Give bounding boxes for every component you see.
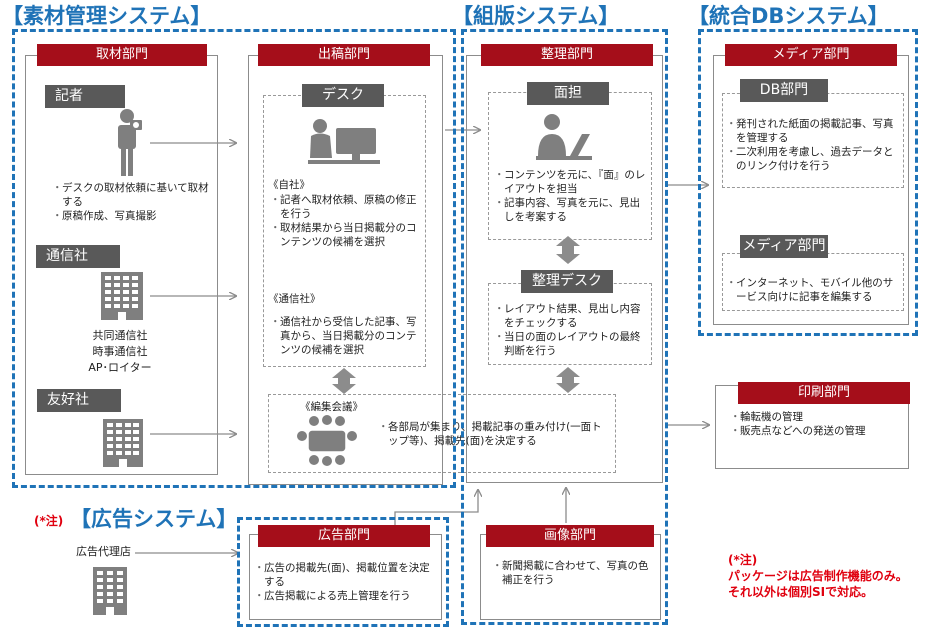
media-sub-bullets: インターネット、モバイル他のサービス向けに記事を編集する: [726, 276, 898, 304]
double-arrow-mentan-seiri-desk: [556, 236, 580, 264]
footnote-mark: (*注): [728, 553, 758, 567]
shukko-department-header: 出稿部門: [258, 44, 430, 66]
jisha-bullet-2: 取材結果から当日掲載分のコンテンツの候補を選択: [270, 221, 422, 249]
insatsu-bullets: 輪転機の管理 販売点などへの発送の管理: [730, 410, 902, 438]
shuzai-department-header: 取材部門: [37, 44, 207, 66]
meeting-table-icon: [297, 415, 357, 466]
db-bullet-2: 二次利用を考慮し、過去データとのリンク付けを行う: [726, 145, 898, 173]
db-bullets: 発刊された紙面の掲載記事、写真を管理する 二次利用を考慮し、過去データとのリンク…: [726, 117, 898, 173]
agency-kyodo: 共同通信社: [92, 329, 148, 342]
mentan-bullet-2: 記事内容、写真を元に、見出しを考案する: [494, 196, 646, 224]
mentan-label: 面担: [527, 82, 609, 105]
agency-list: 共同通信社 時事通信社 AP･ロイター: [70, 328, 170, 376]
jisha-bullets: 記者へ取材依頼、原稿の修正を行う 取材結果から当日掲載分のコンテンツの候補を選択: [270, 193, 422, 249]
sozai-system-frame: [12, 29, 456, 488]
office-building-icon: [101, 272, 143, 320]
footnote: (*注) パッケージは広告制作機能のみ。 それ以外は個別SIで対応。: [728, 552, 908, 600]
kokoku-department-header: 広告部門: [258, 525, 430, 547]
kisha-bullets: デスクの取材依頼に基いて取材する 原稿作成、写真撮影: [52, 181, 212, 223]
kumihan-system-title: 【組版システム】: [452, 4, 620, 28]
desk-computer-icon: [308, 119, 380, 164]
tsushin-bullet-1: 通信社から受信した記事、写真から、当日掲載分のコンテンツの候補を選択: [270, 315, 422, 357]
tsushinsha-label: 通信社: [36, 245, 120, 268]
seiri-desk-bullet-2: 当日の面のレイアウトの最終判断を行う: [494, 330, 646, 358]
insatsu-bullet-1: 輪転機の管理: [730, 410, 902, 424]
kaigi-subbox: [268, 394, 616, 473]
seiri-desk-bullet-1: レイアウト結果、見出し内容をチェックする: [494, 302, 646, 330]
footnote-line-1: パッケージは広告制作機能のみ。: [728, 569, 908, 583]
jisha-bullet-1: 記者へ取材依頼、原稿の修正を行う: [270, 193, 422, 221]
sozai-system-title: 【素材管理システム】: [2, 4, 212, 28]
desk-label: デスク: [302, 84, 384, 107]
media-sub-bullet-1: インターネット、モバイル他のサービス向けに記事を編集する: [726, 276, 898, 304]
laptop-worker-icon: [536, 114, 592, 160]
kokoku-bullet-2: 広告掲載による売上管理を行う: [254, 589, 436, 603]
kokoku-system-frame: [237, 517, 449, 627]
footnote-line-2: それ以外は個別SIで対応。: [728, 585, 874, 599]
seiri-department-box: [466, 55, 663, 483]
office-building-icon: [103, 419, 143, 467]
kokoku-system-title: 【広告システム】: [70, 507, 238, 531]
double-arrow-seiri-desk-kaigi: [556, 367, 580, 393]
kisha-bullet-1: デスクの取材依頼に基いて取材する: [52, 181, 212, 209]
kumihan-system-frame: [461, 29, 668, 625]
seiri-desk-bullets: レイアウト結果、見出し内容をチェックする 当日の面のレイアウトの最終判断を行う: [494, 302, 646, 358]
seiri-department-header: 整理部門: [481, 44, 653, 66]
agency-jiji: 時事通信社: [92, 345, 148, 358]
gazo-department-header: 画像部門: [486, 525, 654, 547]
kisha-bullet-2: 原稿作成、写真撮影: [52, 209, 212, 223]
yukosha-label: 友好社: [37, 389, 121, 412]
seiri-desk-label: 整理デスク: [521, 270, 613, 293]
office-building-icon: [93, 567, 127, 615]
media-sub-label: メディア部門: [740, 235, 828, 258]
agency-ap-reuters: AP･ロイター: [88, 361, 152, 374]
kokoku-dairiten-label: 広告代理店: [76, 545, 131, 558]
db-bullet-1: 発刊された紙面の掲載記事、写真を管理する: [726, 117, 898, 145]
kokoku-bullets: 広告の掲載先(面)、掲載位置を決定する 広告掲載による売上管理を行う: [254, 561, 436, 603]
togo-db-system-frame: [698, 29, 918, 336]
gazo-bullet-1: 新聞掲載に合わせて、写真の色補正を行う: [492, 559, 652, 587]
tsushin-label: 《通信社》: [268, 293, 321, 305]
media-department-header: メディア部門: [725, 44, 897, 66]
db-bumon-label: DB部門: [740, 79, 828, 102]
gazo-bullets: 新聞掲載に合わせて、写真の色補正を行う: [492, 559, 652, 587]
mentan-bullet-1: コンテンツを元に、『面』のレイアウトを担当: [494, 168, 646, 196]
kokoku-note-mark: (*注): [34, 514, 64, 528]
double-arrow-desk-kaigi: [332, 368, 356, 394]
kisha-label: 記者: [45, 85, 125, 108]
kokoku-bullet-1: 広告の掲載先(面)、掲載位置を決定する: [254, 561, 436, 589]
kaigi-label: 《編集会議》: [300, 401, 363, 413]
tsushin-bullets: 通信社から受信した記事、写真から、当日掲載分のコンテンツの候補を選択: [270, 315, 422, 357]
jisha-label: 《自社》: [268, 179, 310, 191]
reporter-camera-icon: [118, 109, 142, 176]
mentan-bullets: コンテンツを元に、『面』のレイアウトを担当 記事内容、写真を元に、見出しを考案す…: [494, 168, 646, 224]
insatsu-department-header: 印刷部門: [738, 382, 910, 404]
togo-db-system-title: 【統合DBシステム】: [688, 4, 889, 28]
insatsu-bullet-2: 販売点などへの発送の管理: [730, 424, 902, 438]
